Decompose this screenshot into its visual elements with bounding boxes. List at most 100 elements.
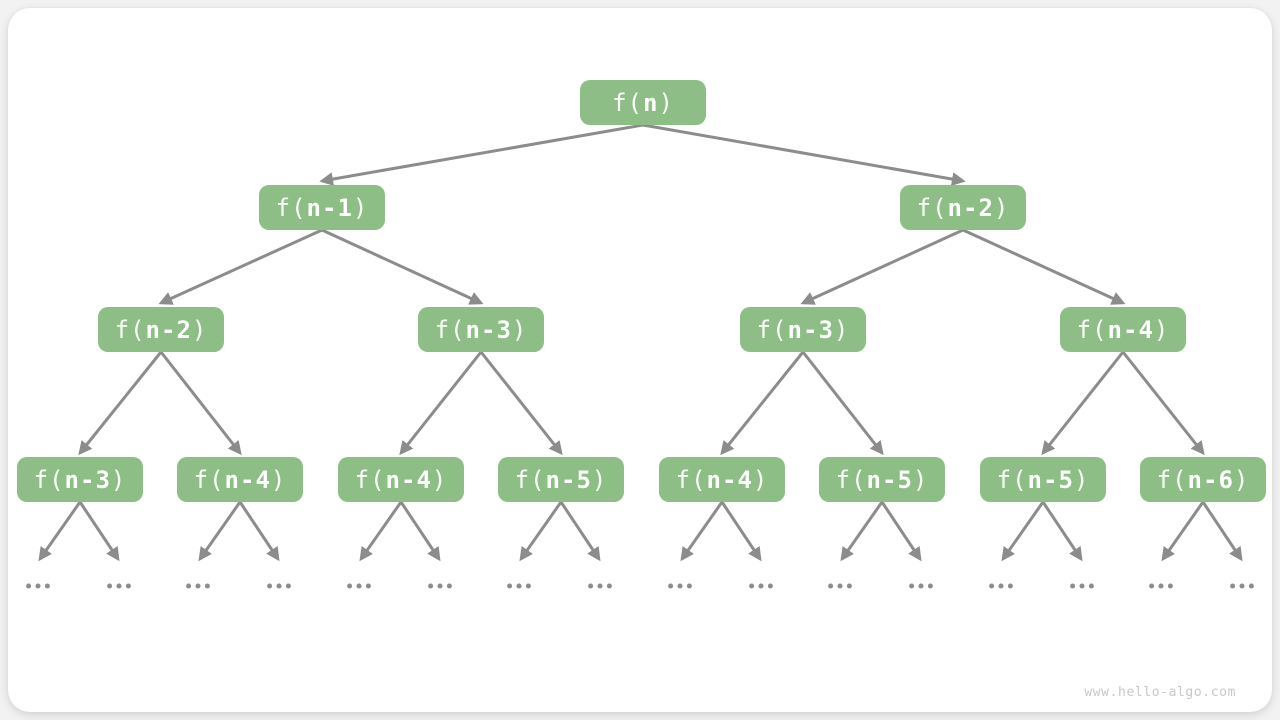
- tree-node: f(n-5): [498, 457, 624, 502]
- node-label-suffix: ): [352, 193, 369, 222]
- node-label-term: n: [643, 88, 659, 117]
- node-label-term: n-4: [224, 465, 271, 494]
- node-label-prefix: f(: [916, 193, 948, 222]
- tree-node: f(n-4): [1060, 307, 1186, 352]
- leaf-edge: [559, 501, 601, 562]
- leaf-edge: [519, 501, 563, 562]
- node-label-suffix: ): [993, 193, 1010, 222]
- tree-edge: [1121, 351, 1205, 456]
- node-label-suffix: ): [270, 465, 287, 494]
- node-label-suffix: ): [1073, 465, 1090, 494]
- node-label-term: n-6: [1187, 465, 1234, 494]
- leaf-edge: [720, 501, 762, 562]
- node-label-term: n-2: [145, 315, 192, 344]
- node-label-prefix: f(: [675, 465, 707, 494]
- ellipsis-dots: [1149, 583, 1173, 589]
- node-label-suffix: ): [511, 315, 528, 344]
- tree-node: f(n-4): [177, 457, 303, 502]
- leaf-edge: [1201, 501, 1243, 562]
- leaf-edge: [840, 501, 884, 562]
- node-label-suffix: ): [1233, 465, 1250, 494]
- ellipsis-dots: [347, 583, 371, 589]
- node-label-prefix: f(: [835, 465, 867, 494]
- leaf-edge: [1161, 501, 1205, 562]
- node-label-term: n-5: [545, 465, 592, 494]
- tree-edge: [720, 351, 805, 456]
- node-label-suffix: ): [431, 465, 448, 494]
- tree-edge: [321, 228, 484, 305]
- node-label-term: n-4: [706, 465, 753, 494]
- tree-node: f(n-4): [659, 457, 785, 502]
- node-label-prefix: f(: [193, 465, 225, 494]
- tree-edge: [159, 351, 242, 456]
- leaf-edge: [78, 501, 120, 562]
- node-label-prefix: f(: [1156, 465, 1188, 494]
- leaf-edge: [880, 501, 922, 562]
- leaf-edge: [38, 501, 82, 562]
- node-label-term: n-1: [306, 193, 353, 222]
- ellipsis-dots: [428, 583, 452, 589]
- tree-node: f(n-3): [17, 457, 143, 502]
- node-label-suffix: ): [752, 465, 769, 494]
- node-label-prefix: f(: [1076, 315, 1108, 344]
- node-label-prefix: f(: [354, 465, 386, 494]
- tree-edge: [158, 228, 323, 305]
- tree-edge: [1041, 351, 1125, 456]
- leaf-edge: [198, 501, 242, 562]
- tree-edge: [801, 351, 884, 456]
- tree-edge: [479, 351, 563, 456]
- node-label-prefix: f(: [434, 315, 466, 344]
- node-label-term: n-4: [1107, 315, 1154, 344]
- ellipsis-dots: [749, 583, 773, 589]
- ellipsis-dots: [26, 583, 50, 589]
- node-label-suffix: ): [658, 88, 674, 117]
- node-label-suffix: ): [833, 315, 850, 344]
- tree-node: f(n-3): [740, 307, 866, 352]
- node-label-prefix: f(: [612, 88, 643, 117]
- node-label-term: n-3: [465, 315, 512, 344]
- tree-node: f(n-1): [259, 185, 385, 230]
- leaf-edge: [399, 501, 441, 562]
- tree-node: f(n-2): [98, 307, 224, 352]
- tree-node: f(n-4): [338, 457, 464, 502]
- ellipsis-dots: [1230, 583, 1254, 589]
- ellipsis-dots: [107, 583, 131, 589]
- ellipsis-dots: [1070, 583, 1094, 589]
- leaf-edge: [359, 501, 403, 562]
- node-label-term: n-5: [866, 465, 913, 494]
- tree-edge: [399, 351, 483, 456]
- node-label-suffix: ): [1153, 315, 1170, 344]
- leaf-edge: [238, 501, 280, 562]
- ellipsis-dots: [186, 583, 210, 589]
- ellipsis-dots: [828, 583, 852, 589]
- leaf-edge: [1041, 501, 1083, 562]
- tree-node: f(n): [580, 80, 706, 125]
- tree-edge: [642, 123, 966, 186]
- tree-node: f(n-2): [900, 185, 1026, 230]
- tree-edge: [78, 351, 163, 456]
- node-label-term: n-3: [787, 315, 834, 344]
- ellipsis-dots: [588, 583, 612, 589]
- tree-edge: [962, 228, 1126, 305]
- tree-edge: [319, 123, 644, 186]
- node-label-prefix: f(: [756, 315, 788, 344]
- node-label-suffix: ): [110, 465, 127, 494]
- node-label-term: n-5: [1027, 465, 1074, 494]
- ellipsis-dots: [668, 583, 692, 589]
- node-label-prefix: f(: [996, 465, 1028, 494]
- leaf-edge: [680, 501, 724, 562]
- watermark: www.hello-algo.com: [1084, 685, 1236, 700]
- node-label-suffix: ): [912, 465, 929, 494]
- tree-node: f(n-3): [418, 307, 544, 352]
- node-label-suffix: ): [191, 315, 208, 344]
- ellipsis-dots: [267, 583, 291, 589]
- node-label-prefix: f(: [514, 465, 546, 494]
- node-label-prefix: f(: [33, 465, 65, 494]
- ellipsis-dots: [909, 583, 933, 589]
- tree-edge: [800, 228, 964, 305]
- node-label-prefix: f(: [275, 193, 307, 222]
- ellipsis-dots: [507, 583, 531, 589]
- node-label-prefix: f(: [114, 315, 146, 344]
